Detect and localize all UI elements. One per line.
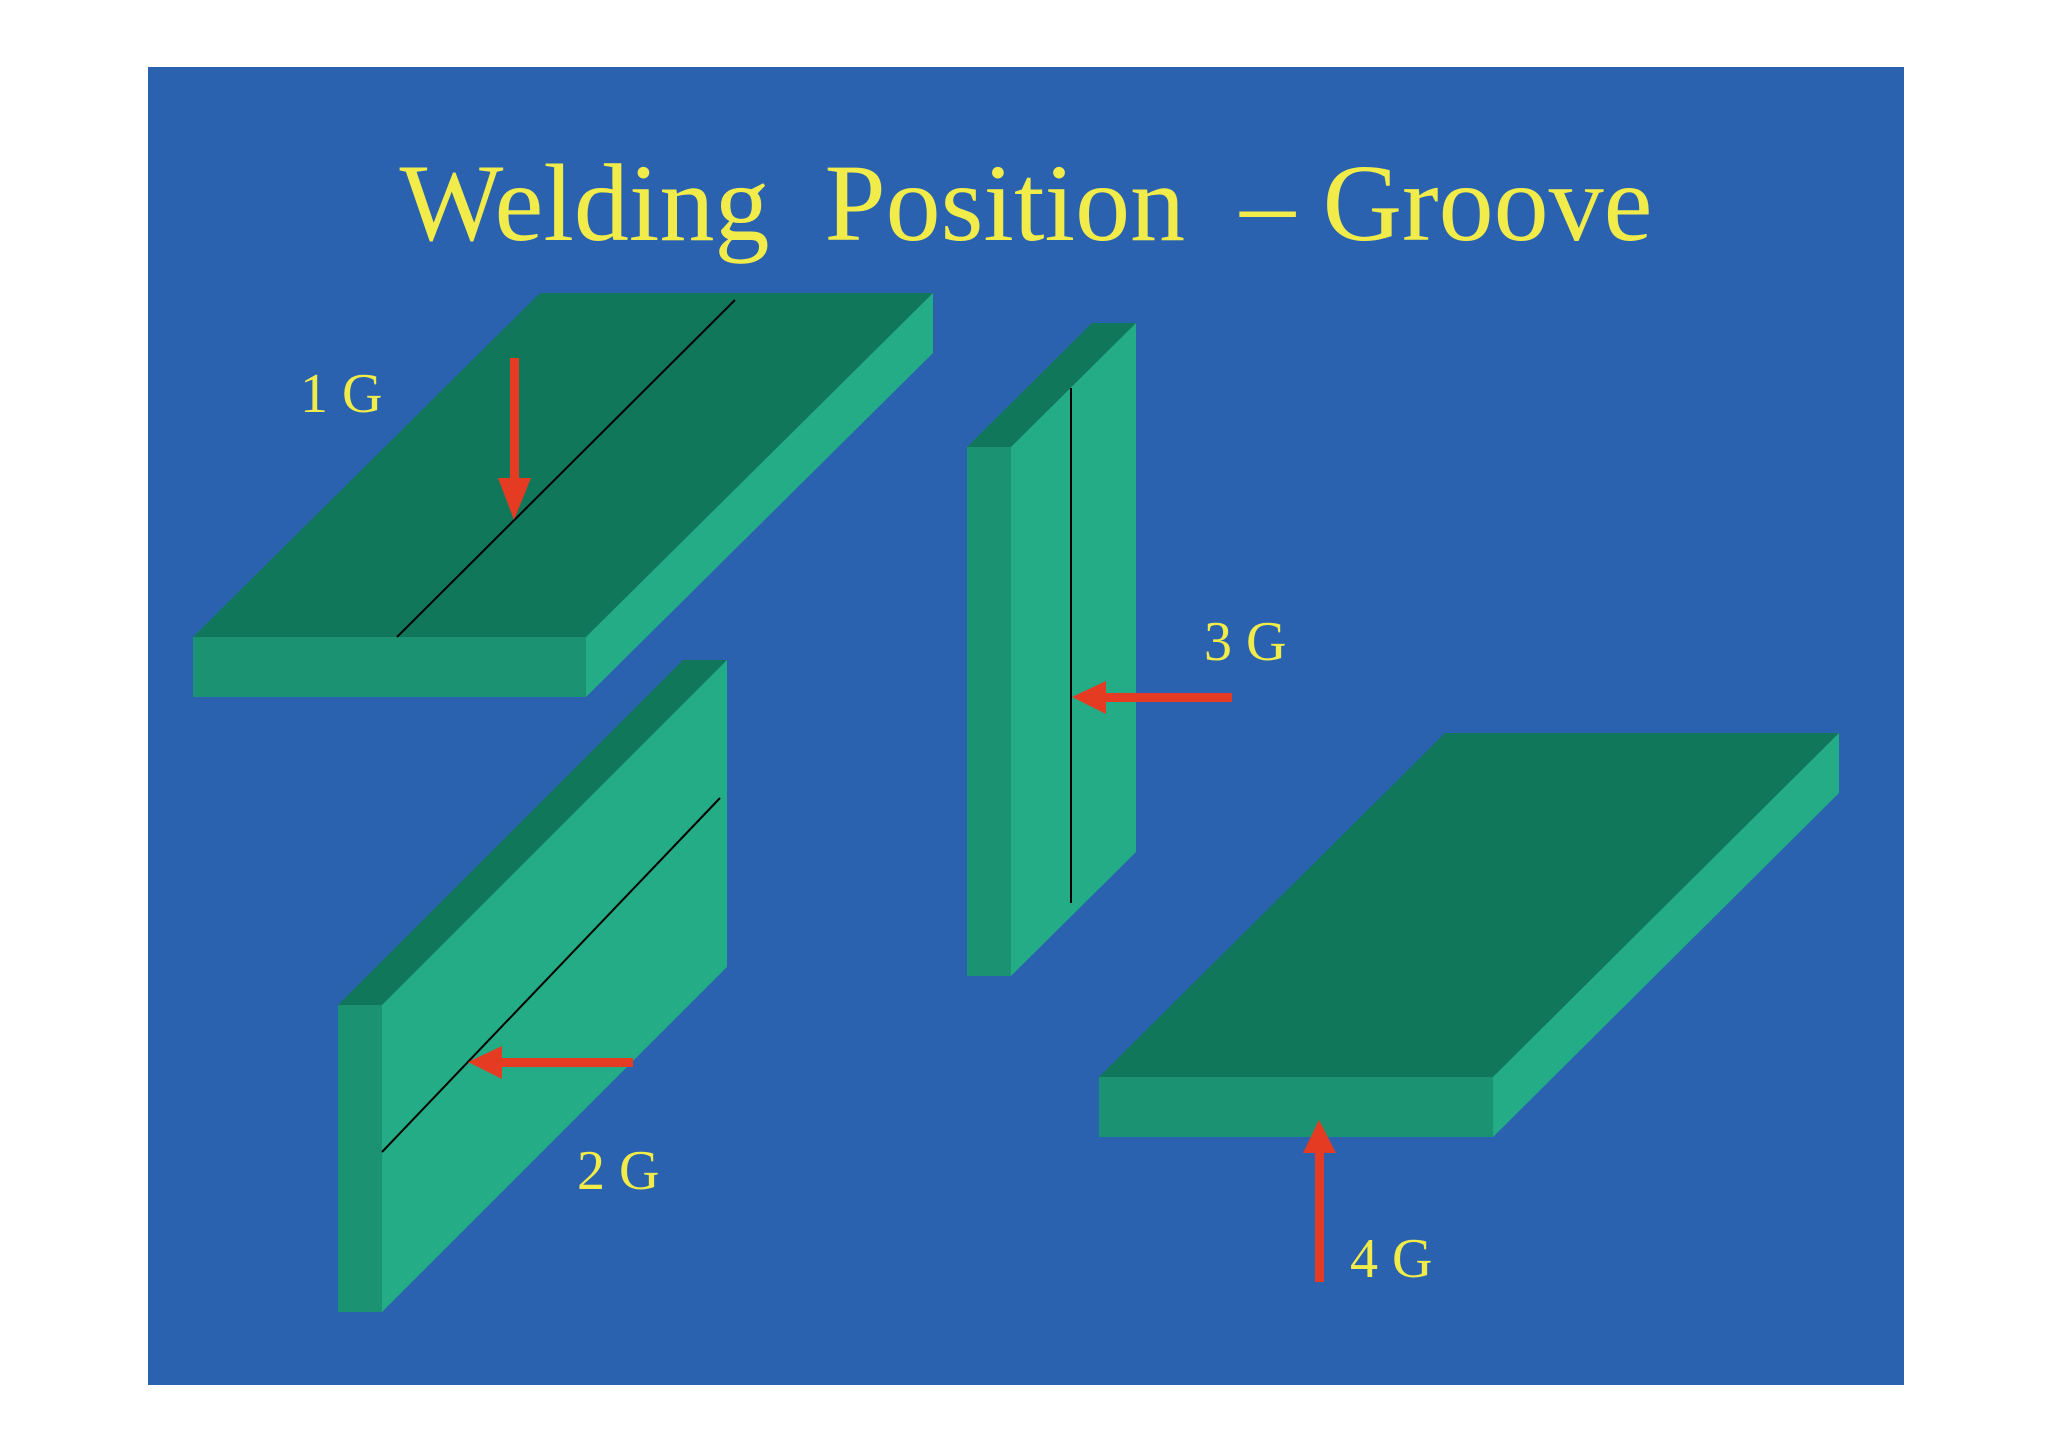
plate-3g-top	[967, 323, 1136, 447]
plate-2g-face	[382, 660, 727, 1312]
plate-3g-edge	[967, 447, 1011, 976]
plate-1g	[193, 293, 933, 697]
plate-1g-top	[193, 293, 933, 637]
plate-2g-top	[338, 660, 727, 1005]
weld-seam-1g	[396, 299, 736, 638]
plate-4g-side	[1493, 733, 1839, 1137]
plate-3g-face	[1011, 323, 1136, 976]
plate-2g	[338, 660, 727, 1312]
label-3g: 3 G	[1204, 611, 1286, 673]
plate-2g-edge	[338, 1005, 382, 1312]
plate-1g-front	[193, 637, 586, 697]
label-4g: 4 G	[1350, 1228, 1432, 1290]
label-2g: 2 G	[577, 1140, 659, 1202]
arrow-3g	[1072, 681, 1232, 714]
slide-title: Welding Position – Groove	[399, 142, 1652, 264]
weld-seam-2g	[381, 797, 721, 1153]
arrow-4g	[1303, 1120, 1336, 1282]
plate-4g-top	[1099, 733, 1839, 1077]
plate-1g-side	[586, 293, 933, 697]
label-1g: 1 G	[300, 363, 382, 425]
arrow-1g	[498, 358, 531, 520]
arrow-2g	[468, 1046, 633, 1079]
plate-3g	[967, 323, 1136, 976]
plate-4g	[1099, 733, 1839, 1137]
plate-4g-front	[1099, 1077, 1493, 1137]
